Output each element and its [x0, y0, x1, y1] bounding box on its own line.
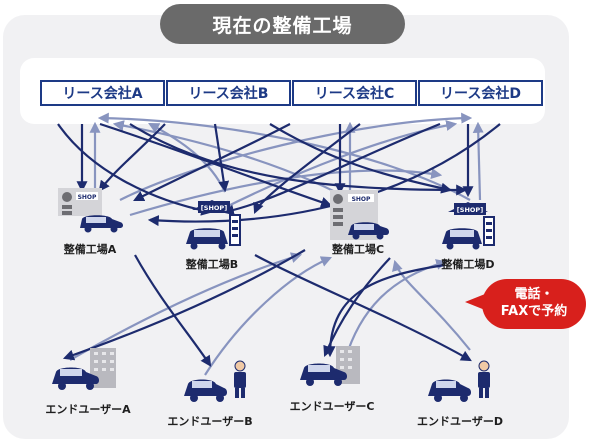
shop-d-icon: [SHOP] — [442, 202, 495, 250]
shop-c-label: 整備工場C — [331, 243, 385, 256]
flow-arrow — [323, 257, 391, 358]
end-user-a-label: エンドユーザーA — [45, 403, 131, 416]
flow-arrow — [97, 112, 471, 201]
end-user-c-label: エンドユーザーC — [289, 400, 375, 413]
shop-c-icon: SHOP — [330, 190, 389, 240]
lease-company-c: リース会社C — [292, 80, 417, 106]
lease-company-d: リース会社D — [418, 80, 543, 106]
end-user-b-label: エンドユーザーB — [167, 415, 253, 428]
end-user-c-icon — [300, 346, 360, 386]
flow-arrow — [57, 123, 213, 216]
end-user-d-label: エンドユーザーD — [417, 415, 503, 428]
end-user-d-icon — [428, 360, 490, 402]
flow-arrow — [222, 122, 441, 216]
flow-arrow — [324, 263, 446, 358]
flow-arrow — [343, 259, 448, 361]
callout-tail — [465, 294, 485, 310]
shop-a-label: 整備工場A — [63, 243, 117, 256]
flow-arrow — [269, 123, 453, 194]
flow-arrow — [134, 254, 212, 367]
flow-arrow — [392, 259, 471, 351]
shop-b-label: 整備工場B — [185, 258, 239, 271]
lease-company-b: リース会社B — [166, 80, 291, 106]
shop-a-sign: SHOP — [78, 194, 97, 201]
flow-arrow — [129, 123, 468, 196]
callout-line1: 電話・ — [514, 287, 554, 302]
diagram-title: 現在の整備工場 — [160, 4, 405, 44]
flow-arrow — [213, 123, 230, 193]
dark-flow-arrows — [57, 122, 501, 367]
flow-arrow — [253, 123, 361, 215]
flow-arrow — [98, 123, 166, 192]
lease-company-a: リース会社A — [40, 80, 165, 106]
flow-arrow — [472, 121, 484, 201]
flow-arrow — [204, 256, 333, 376]
phone-fax-callout: 電話・ FAXで予約 — [482, 279, 586, 329]
flow-arrow — [99, 122, 333, 208]
shop-b-icon: [SHOP] — [186, 200, 241, 250]
end-user-a-icon — [52, 348, 116, 390]
shop-a-icon: SHOP — [58, 188, 123, 233]
flow-arrow — [254, 254, 472, 362]
callout-line2: FAXで予約 — [500, 304, 568, 319]
shop-b-sign: [SHOP] — [201, 204, 227, 212]
flow-arrow — [69, 252, 303, 361]
flow-arrow — [119, 112, 473, 201]
end-user-b-icon — [184, 360, 246, 402]
shop-d-label: 整備工場D — [441, 258, 495, 271]
shop-d-sign: [SHOP] — [457, 206, 483, 214]
shop-c-sign: SHOP — [352, 196, 371, 203]
